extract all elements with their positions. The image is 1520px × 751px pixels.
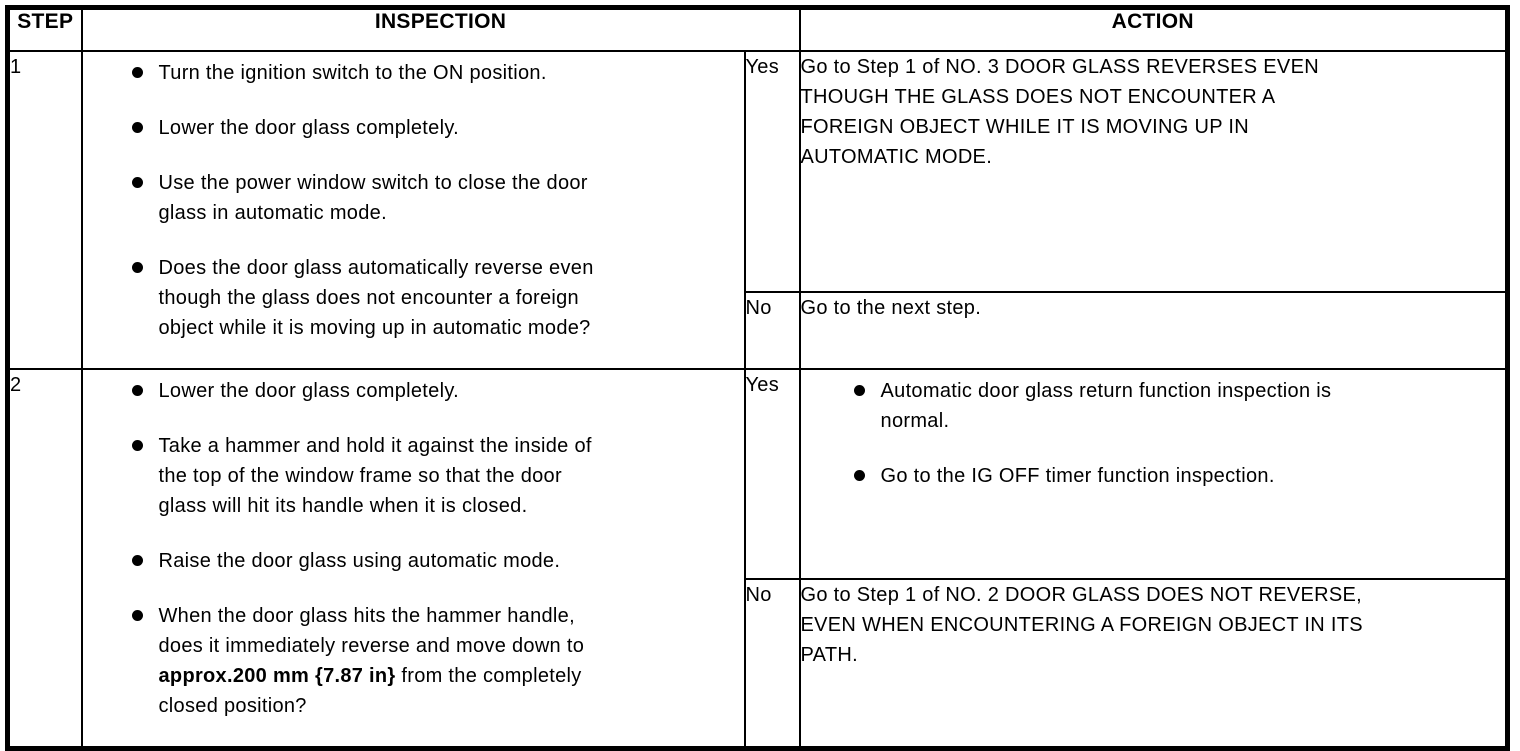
- step2-number: 2: [6, 368, 83, 750]
- list-item: Does the door glass automatically revers…: [84, 253, 738, 343]
- list-item: Go to the IG OFF timer function inspecti…: [802, 461, 1500, 491]
- bullet-text-segment: When the door glass hits the hammer hand…: [158, 605, 585, 657]
- list-item: Lower the door glass completely.: [84, 376, 738, 406]
- bullet-bold-segment: approx.200 mm {7.87 in}: [158, 665, 396, 687]
- list-item: Take a hammer and hold it against the in…: [84, 431, 738, 521]
- action-column-header: ACTION: [798, 6, 1509, 52]
- step2-inspection-cell: Lower the door glass completely. Take a …: [80, 368, 746, 750]
- header-row: STEP INSPECTION ACTION: [6, 6, 1509, 52]
- step1-no-row: No Go to the next step.: [8, 290, 1509, 371]
- step1-number: 1: [6, 50, 83, 370]
- step2-yes-action-bullet-list: Automatic door glass return function ins…: [802, 371, 1506, 491]
- troubleshooting-table: STEP INSPECTION ACTION 1 Turn the igniti…: [5, 5, 1511, 751]
- step1-inspection-cell: Turn the ignition switch to the ON posit…: [80, 50, 746, 370]
- list-item: Lower the door glass completely.: [84, 113, 738, 143]
- inspection-column-header: INSPECTION: [80, 6, 801, 52]
- step2-no-action: Go to Step 1 of NO. 2 DOOR GLASS DOES NO…: [798, 578, 1509, 750]
- step1-no-label: No: [743, 290, 801, 371]
- document-page: STEP INSPECTION ACTION 1 Turn the igniti…: [5, 5, 1511, 751]
- step2-no-label: No: [743, 578, 801, 750]
- step2-yes-label: Yes: [743, 367, 801, 581]
- list-item: Use the power window switch to close the…: [84, 168, 738, 228]
- list-item: Turn the ignition switch to the ON posit…: [84, 58, 738, 88]
- step2-yes-action-cell: Automatic door glass return function ins…: [798, 367, 1509, 581]
- step1-yes-action: Go to Step 1 of NO. 3 DOOR GLASS REVERSE…: [798, 50, 1509, 293]
- list-item: Automatic door glass return function ins…: [802, 376, 1500, 436]
- step-column-header: STEP: [6, 6, 83, 52]
- list-item: Raise the door glass using automatic mod…: [84, 546, 738, 576]
- step1-yes-row: 1 Turn the ignition switch to the ON pos…: [6, 50, 1509, 370]
- list-item: When the door glass hits the hammer hand…: [84, 601, 738, 721]
- step2-inspection-bullet-list: Lower the door glass completely. Take a …: [84, 371, 743, 721]
- step1-no-action: Go to the next step.: [798, 290, 1509, 371]
- step1-inspection-bullet-list: Turn the ignition switch to the ON posit…: [84, 53, 743, 343]
- step1-yes-label: Yes: [743, 50, 801, 293]
- step2-yes-row: 2 Lower the door glass completely. Take …: [6, 367, 1509, 750]
